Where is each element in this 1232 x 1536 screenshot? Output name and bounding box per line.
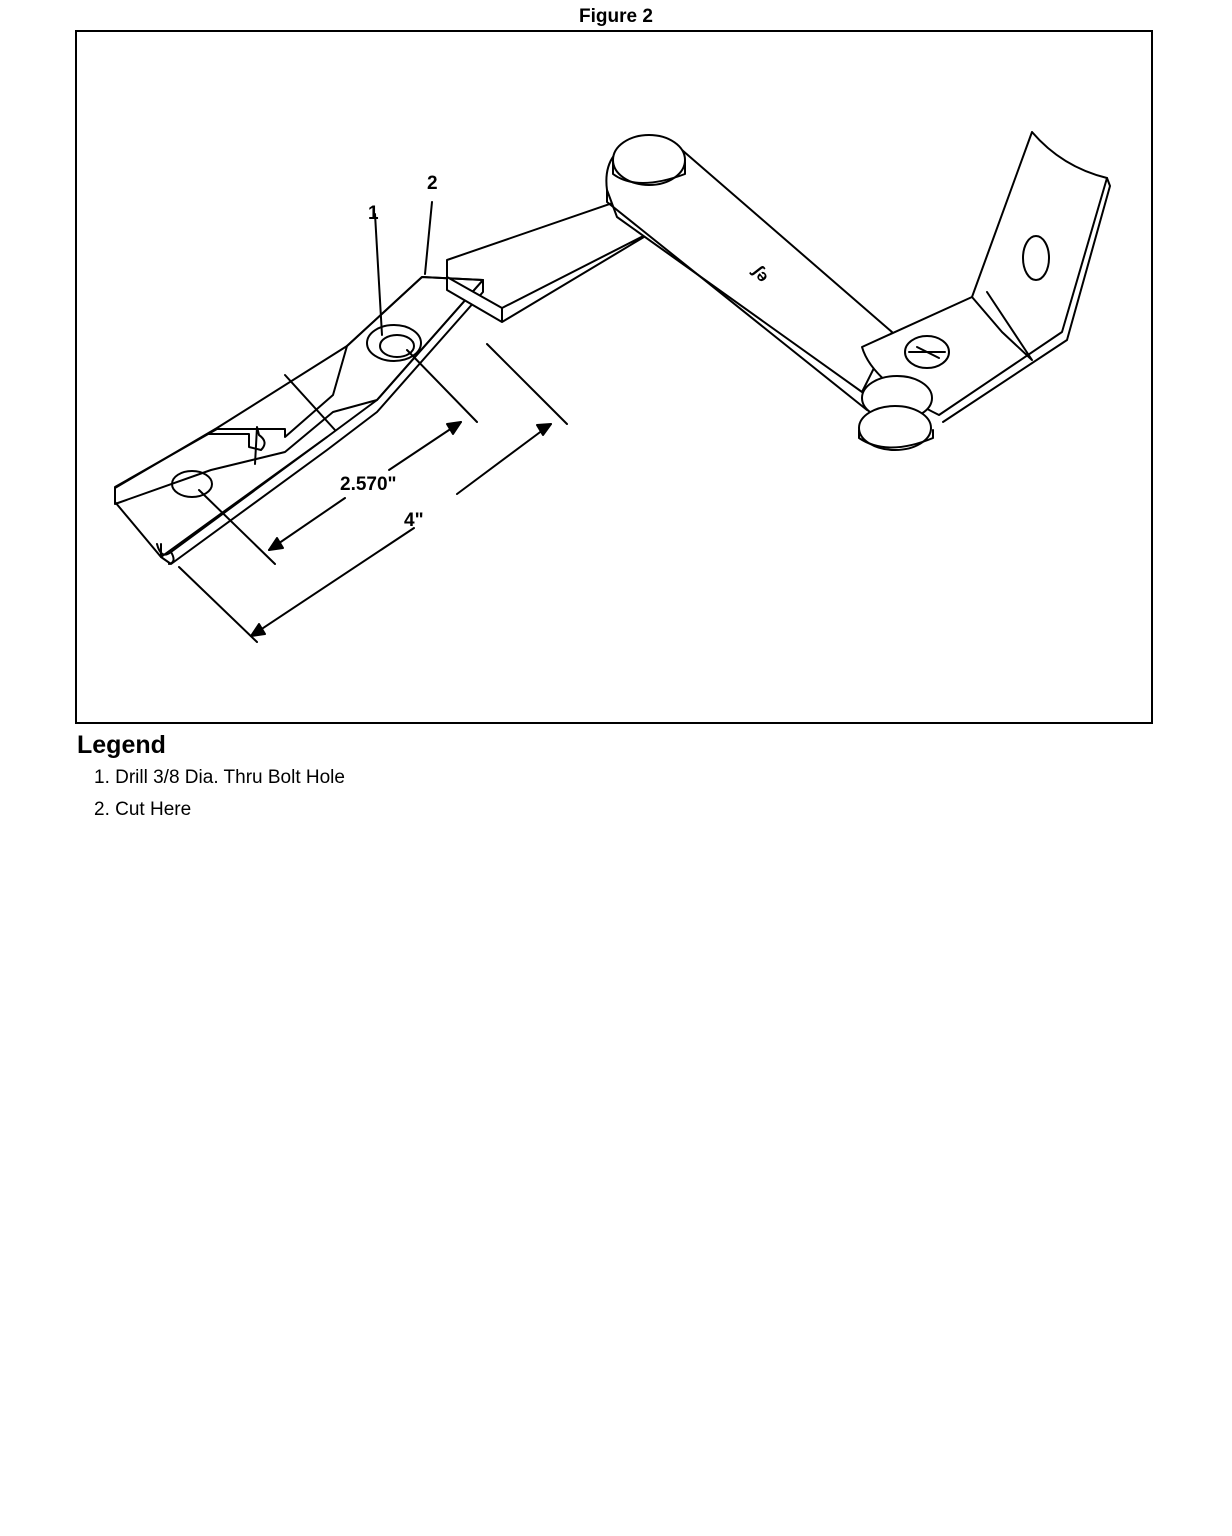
callout-1: 1 bbox=[368, 203, 379, 224]
ext-line-a bbox=[406, 349, 478, 423]
callout-2: 2 bbox=[427, 173, 438, 194]
dim-line-2570-lower bbox=[268, 497, 346, 551]
ext-line-b bbox=[198, 489, 276, 565]
lower-pivot-side bbox=[858, 429, 934, 449]
right-bracket-edge bbox=[942, 177, 1111, 423]
arrowhead-icon bbox=[536, 423, 552, 436]
ext-line-c bbox=[486, 343, 568, 425]
bolt-hole-inner-icon bbox=[379, 334, 415, 358]
bracket-illustration bbox=[114, 131, 1111, 643]
leader-line-2 bbox=[424, 201, 433, 275]
cut-plate-outline bbox=[114, 276, 484, 558]
screw-slot-icon bbox=[908, 346, 946, 359]
ext-line-d bbox=[178, 566, 258, 643]
legend-item: 1. Drill 3/8 Dia. Thru Bolt Hole bbox=[94, 767, 345, 788]
dimension-4: 4" bbox=[404, 510, 424, 531]
bracket-hole-icon bbox=[1022, 235, 1050, 281]
figure-frame: 1 2 2.570" 4" ʃə bbox=[75, 30, 1153, 724]
arrowhead-icon bbox=[446, 421, 462, 435]
legend-item: 2. Cut Here bbox=[94, 799, 192, 820]
slot-notch bbox=[208, 426, 266, 465]
dim-line-4-lower bbox=[250, 527, 415, 637]
bracket-crease bbox=[971, 291, 1033, 361]
dim-line-2570-upper bbox=[388, 421, 462, 471]
cut-plate-edge bbox=[160, 279, 484, 565]
dim-line-4-upper bbox=[456, 423, 552, 495]
lower-pivot-lower-icon bbox=[858, 405, 932, 451]
top-pivot-side bbox=[612, 161, 686, 184]
plate-fold bbox=[156, 436, 328, 565]
legend-title: Legend bbox=[77, 731, 166, 759]
drill-hole-icon bbox=[171, 470, 213, 498]
right-bracket bbox=[861, 131, 1108, 416]
arrowhead-icon bbox=[268, 537, 284, 551]
arrowhead-icon bbox=[250, 623, 266, 637]
leader-line-1 bbox=[374, 213, 383, 336]
top-pivot-icon bbox=[612, 134, 686, 186]
bolt-hole-outer-icon bbox=[366, 324, 422, 362]
figure-title: Figure 2 bbox=[579, 6, 653, 27]
dimension-2570: 2.570" bbox=[340, 474, 397, 495]
legend-list: 1. Drill 3/8 Dia. Thru Bolt Hole 2. Cut … bbox=[94, 766, 345, 830]
bend-line bbox=[284, 374, 336, 431]
